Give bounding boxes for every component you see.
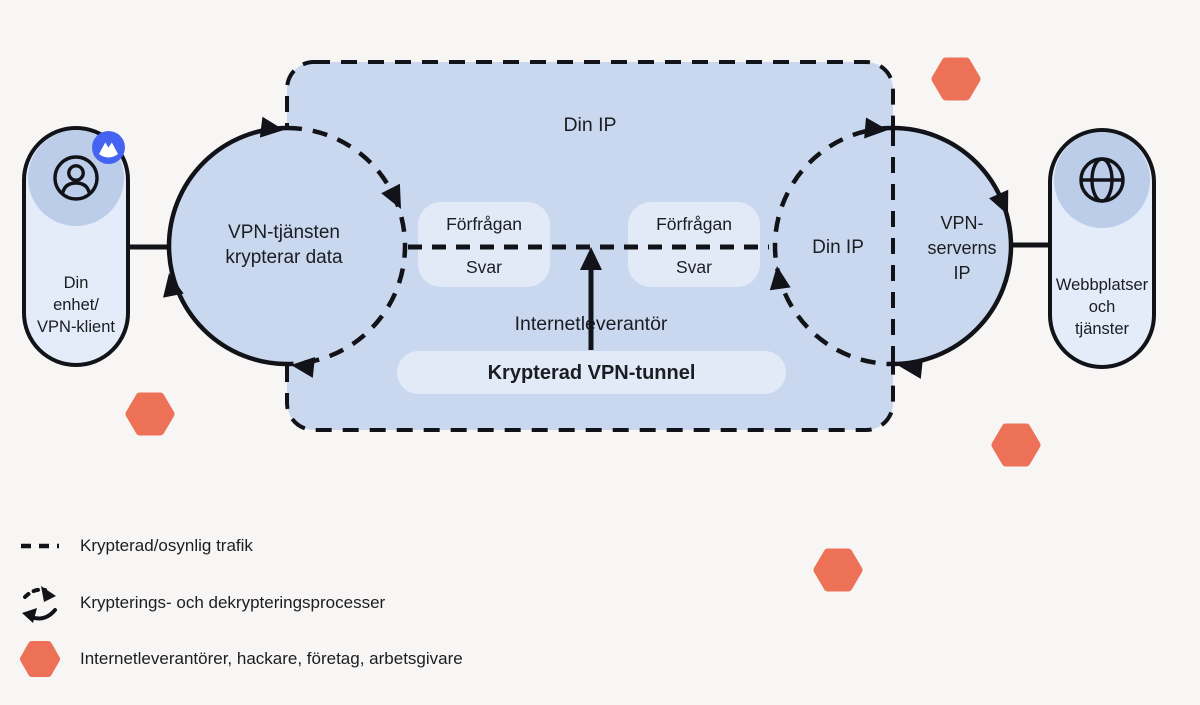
device-pill: Din enhet/ VPN-klient: [22, 126, 130, 367]
arrowhead: [259, 116, 284, 138]
legend-item-crypto-processes: Krypterings- och dekrypteringsprocesser: [14, 580, 385, 626]
top-ip-label: Din IP: [563, 114, 617, 136]
encrypt-circle: [169, 128, 405, 364]
server-ip-label: VPN- serverns IP: [927, 213, 997, 283]
nordvpn-logo-icon: [99, 142, 118, 158]
your-ip-label: Din IP: [812, 237, 864, 258]
isp-arrowhead: [580, 247, 602, 270]
arrowhead: [291, 356, 315, 378]
arrowhead: [899, 357, 923, 379]
snooper-hexagon: [813, 548, 863, 592]
legend-item-snoopers: Internetleverantörer, hackare, företag, …: [14, 636, 463, 682]
user-icon: [53, 155, 99, 201]
websites-pill-circle: [1054, 132, 1150, 228]
encrypt-circle-solid-arc: [166, 125, 288, 367]
dashed-line-icon: [14, 540, 66, 552]
globe-icon: [1079, 157, 1125, 203]
arrowhead: [381, 183, 401, 209]
request-label-right: Förfrågan: [656, 214, 732, 234]
vpn-client-badge: [92, 131, 125, 164]
snooper-hexagon: [931, 57, 981, 101]
arrowhead: [989, 189, 1009, 215]
isp-label: Internetleverantör: [514, 313, 668, 335]
decrypt-circle-dashed-arc: [772, 125, 894, 367]
legend-label: Krypterings- och dekrypteringsprocesser: [80, 593, 386, 612]
legend-item-encrypted-traffic: Krypterad/osynlig trafik: [14, 536, 253, 556]
legend-label: Internetleverantörer, hackare, företag, …: [80, 649, 463, 668]
websites-label: Webbplatser och tjänster: [1055, 276, 1149, 338]
tunnel-label: Krypterad VPN-tunnel: [487, 362, 696, 384]
request-response-box-right: [628, 202, 760, 287]
snooper-hexagon: [125, 392, 175, 436]
cycle-arrows-icon: [14, 580, 66, 626]
hexagon-icon: [14, 636, 66, 682]
legend-label: Krypterad/osynlig trafik: [80, 536, 253, 555]
websites-pill: Webbplatser och tjänster: [1048, 128, 1156, 369]
encrypt-circle-label: VPN-tjänsten krypterar data: [225, 222, 343, 269]
arrowhead: [864, 117, 888, 139]
snooper-hexagon: [991, 423, 1041, 467]
request-label-left: Förfrågan: [446, 214, 522, 234]
device-label: Din enhet/ VPN-klient: [37, 274, 115, 336]
response-label-left: Svar: [466, 257, 502, 277]
arrowhead: [163, 273, 184, 298]
tunnel-label-box: [397, 351, 786, 394]
encrypt-circle-dashed-arc: [286, 125, 408, 367]
decrypt-circle-solid-arc: [892, 125, 1014, 367]
arrowhead: [769, 266, 791, 291]
response-label-right: Svar: [676, 257, 712, 277]
